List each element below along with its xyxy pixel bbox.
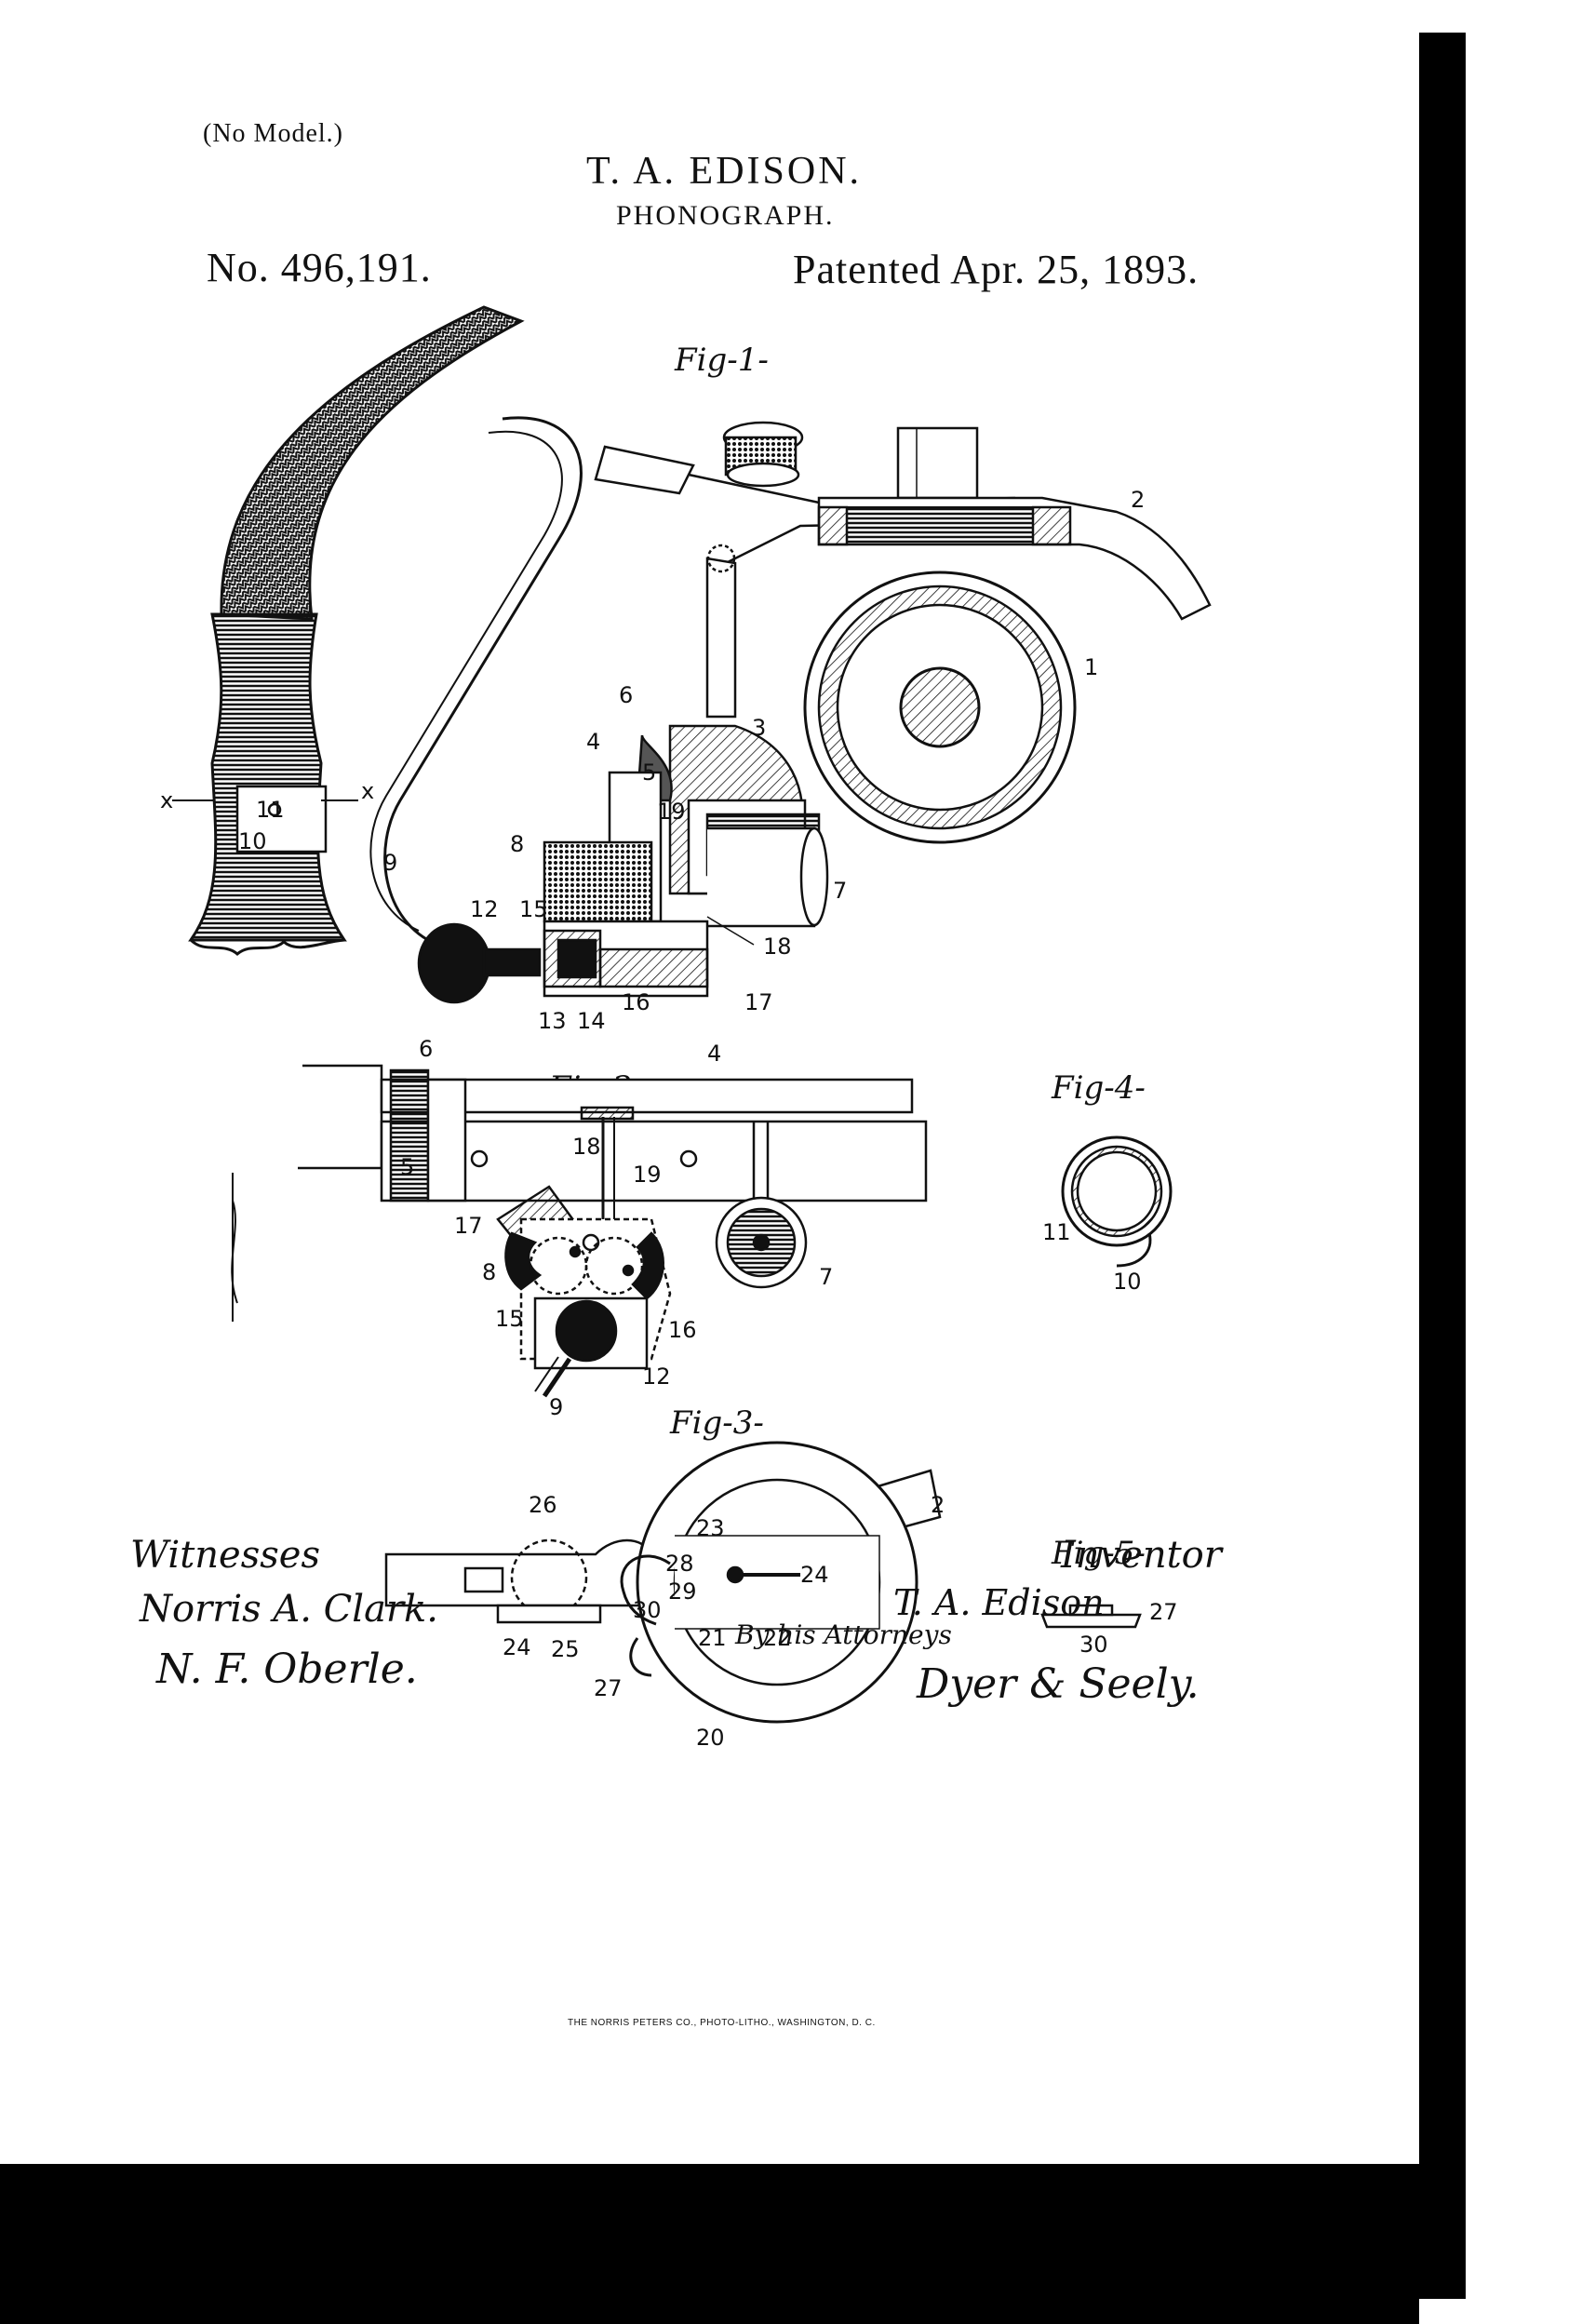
label-18: 18 — [763, 934, 792, 960]
fig3-label-28: 28 — [665, 1551, 694, 1577]
fig-3-title: Fig-3- — [669, 1404, 764, 1442]
figure-2: Fig-2- 6 5 4 7 18 19 — [231, 1036, 928, 1420]
invention-title: PHONOGRAPH. — [616, 200, 835, 231]
label-13: 13 — [538, 1008, 567, 1034]
inventor-label: Inventor — [1061, 1534, 1222, 1577]
label-14: 14 — [577, 1008, 606, 1034]
fig5-label-27: 27 — [1149, 1599, 1178, 1625]
rail — [380, 1078, 914, 1114]
label-8: 8 — [510, 831, 524, 857]
label-3: 3 — [752, 715, 766, 741]
by-attorneys-label: By his Attorneys — [735, 1619, 952, 1650]
label-4: 4 — [586, 729, 600, 755]
scan-border-bottom — [0, 2164, 1419, 2324]
fig3-label-25: 25 — [551, 1636, 580, 1662]
coil — [543, 840, 653, 923]
label-19: 19 — [657, 799, 686, 825]
scan-border-right — [1419, 33, 1466, 2299]
fig2-label-4: 4 — [707, 1041, 721, 1067]
inventor-name: T. A. EDISON. — [586, 150, 863, 193]
hearing-tube — [220, 305, 525, 621]
inventor-signature: T. A. Edison — [893, 1582, 1105, 1623]
fig-1-title: Fig-1- — [674, 342, 769, 379]
fig2-knob — [555, 1299, 618, 1363]
figure-3: Fig-3- 2 23 26 28 29 24 30 21 22 24 25 2… — [384, 1404, 945, 1751]
figure-4: Fig-4- 11 10 — [1042, 1069, 1173, 1295]
fig3-label-29: 29 — [668, 1578, 697, 1605]
top-cap — [896, 426, 979, 500]
patent-number: No. 496,191. — [207, 245, 432, 290]
label-x-left: x — [160, 787, 173, 813]
fig2-label-12: 12 — [642, 1364, 671, 1390]
label-16: 16 — [622, 989, 650, 1015]
label-1: 1 — [1084, 654, 1098, 680]
label-x-right: x — [361, 778, 374, 804]
fig4-label-11: 11 — [1042, 1219, 1071, 1245]
label-6: 6 — [619, 682, 633, 708]
no-model-note: (No Model.) — [203, 119, 343, 148]
fig4-label-10: 10 — [1113, 1269, 1142, 1295]
ear-piece — [188, 612, 347, 942]
label-7: 7 — [833, 878, 847, 904]
label-12: 12 — [470, 896, 499, 922]
sound-tube — [707, 826, 816, 928]
figure-1: Fig-1- x x 11 10 9 12 2 — [160, 305, 1212, 1034]
fig5-label-30: 30 — [1079, 1632, 1108, 1658]
witness-signature-2: N. F. Oberle. — [156, 1646, 418, 1693]
patent-date: Patented Apr. 25, 1893. — [793, 247, 1200, 292]
fig2-label-6: 6 — [419, 1036, 433, 1062]
fig2-label-7: 7 — [819, 1264, 833, 1290]
fig3-label-2: 2 — [931, 1492, 945, 1518]
fig-4-title: Fig-4- — [1051, 1069, 1146, 1107]
label-5: 5 — [642, 759, 656, 786]
printer-credit: THE NORRIS PETERS CO., PHOTO-LITHO., WAS… — [568, 2018, 876, 2028]
fig3-label-24b: 24 — [800, 1562, 829, 1588]
witnesses-label: Witnesses — [130, 1534, 320, 1577]
witness-signature-1: Norris A. Clark. — [140, 1588, 438, 1631]
fig2-label-18: 18 — [572, 1134, 601, 1160]
fig3-label-26: 26 — [529, 1492, 557, 1518]
fig2-label-9: 9 — [549, 1394, 563, 1420]
fig2-label-17: 17 — [454, 1213, 483, 1239]
fig2-label-8: 8 — [482, 1259, 496, 1285]
fig2-label-5: 5 — [400, 1154, 414, 1180]
label-10: 10 — [238, 828, 267, 854]
label-11: 11 — [256, 797, 285, 823]
fig3-label-30: 30 — [633, 1597, 662, 1623]
fig-5-title: Fig-5- — [1051, 1535, 1146, 1572]
fig2-label-15: 15 — [495, 1306, 524, 1332]
cylinder — [803, 571, 1077, 844]
fig3-label-20: 20 — [696, 1725, 725, 1751]
attorney-signature: Dyer & Seely. — [917, 1660, 1200, 1708]
fig2-label-16: 16 — [668, 1317, 697, 1343]
wire-loop — [383, 416, 583, 947]
figure-5: Fig-5- 27 30 — [1040, 1535, 1178, 1658]
fig3-label-24: 24 — [503, 1634, 531, 1660]
knob — [417, 922, 491, 1004]
fig2-label-19: 19 — [633, 1162, 662, 1188]
fig3-label-22: 22 — [763, 1625, 792, 1651]
label-17: 17 — [744, 989, 773, 1015]
label-2: 2 — [1131, 487, 1145, 513]
tube-clip — [235, 785, 328, 853]
fig3-label-23: 23 — [696, 1515, 725, 1541]
label-9: 9 — [383, 850, 397, 876]
carriage-arm — [594, 445, 695, 495]
label-15: 15 — [519, 896, 548, 922]
fig3-label-27: 27 — [594, 1675, 623, 1701]
fig3-label-21: 21 — [698, 1625, 727, 1651]
